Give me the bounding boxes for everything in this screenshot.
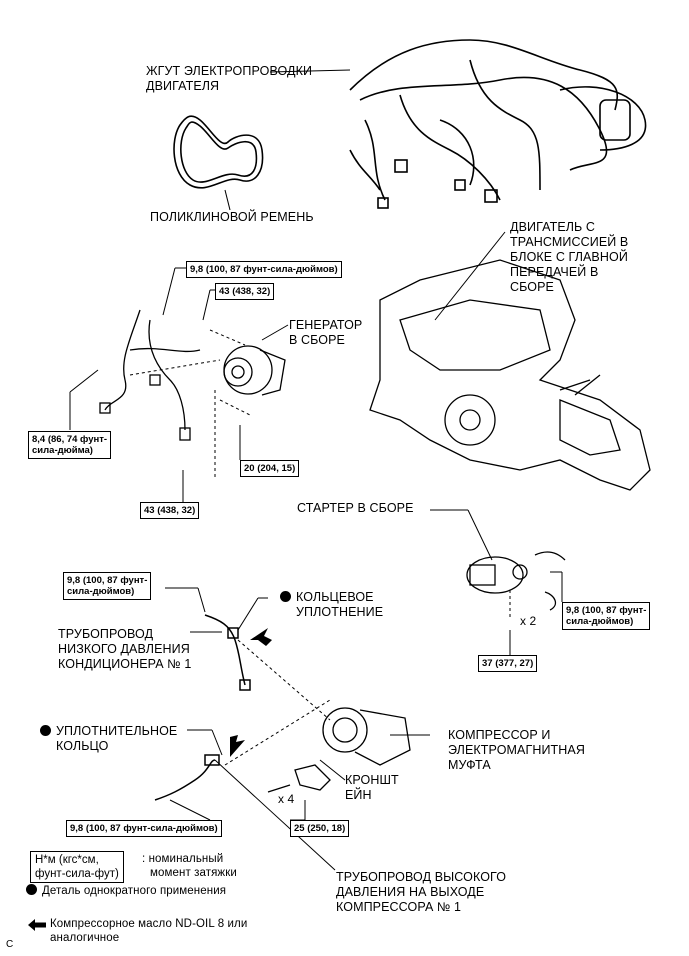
legend-single-use-text: Деталь однократного применения bbox=[42, 885, 227, 897]
harness-label-line-2: ДВИГАТЕЛЯ bbox=[146, 79, 220, 93]
low-pipe-label-line-1: ТРУБОПРОВОД bbox=[58, 627, 154, 641]
legend-oil-line-2: аналогичное bbox=[50, 932, 120, 944]
compressor-label-line-1: КОМПРЕССОР И bbox=[448, 728, 551, 742]
generator-harness-drawing bbox=[99, 309, 201, 441]
single-use-dot-icon bbox=[40, 725, 51, 736]
legend-unit-text-line-2: момент затяжки bbox=[150, 867, 237, 879]
low-pressure-pipe-drawing bbox=[204, 614, 251, 691]
harness-label: ЖГУТ ЭЛЕКТРОПРОВОДКИ ДВИГАТЕЛЯ bbox=[146, 64, 312, 94]
seal-ring-label: УПЛОТНИТЕЛЬНОЕ КОЛЬЦО bbox=[40, 724, 177, 754]
generator-label-line-1: ГЕНЕРАТОР bbox=[289, 318, 363, 332]
torque-box-line-1: 8,4 (86, 74 фунт- bbox=[32, 434, 108, 445]
harness-label-line-1: ЖГУТ ЭЛЕКТРОПРОВОДКИ bbox=[146, 64, 313, 78]
torque-box-line-2: сила-дюйма) bbox=[32, 445, 93, 456]
low-pipe-label: ТРУБОПРОВОД НИЗКОГО ДАВЛЕНИЯ КОНДИЦИОНЕР… bbox=[58, 627, 191, 672]
corner-mark: C bbox=[6, 939, 14, 950]
seal-ring-label-line-2: КОЛЬЦО bbox=[56, 739, 109, 753]
compressor-label-line-2: ЭЛЕКТРОМАГНИТНАЯ bbox=[448, 743, 585, 757]
torque-box: 9,8 (100, 87 фунт- сила-дюймов) bbox=[562, 602, 651, 630]
engine-label: ДВИГАТЕЛЬ С ТРАНСМИССИЕЙ В БЛОКЕ С ГЛАВН… bbox=[510, 220, 628, 295]
legend-oil: Компрессорное масло ND-OIL 8 или аналоги… bbox=[28, 917, 247, 945]
engine-assembly-drawing bbox=[369, 259, 651, 491]
belt-label: ПОЛИКЛИНОВОЙ РЕМЕНЬ bbox=[150, 210, 314, 224]
engine-label-line-3: БЛОКЕ С ГЛАВНОЙ bbox=[510, 250, 628, 264]
v-ribbed-belt-drawing bbox=[173, 115, 264, 189]
torque-box-line-1: 9,8 (100, 87 фунт- bbox=[566, 605, 647, 616]
bracket-label-line-2: ЕЙН bbox=[345, 788, 372, 802]
high-pipe-label-line-3: КОМПРЕССОРА № 1 bbox=[336, 900, 462, 914]
legend-unit-box-line-1: Н*м (кгс*см, bbox=[35, 854, 99, 866]
o-ring-label-line-2: УПЛОТНЕНИЕ bbox=[296, 605, 384, 619]
generator-drawing bbox=[223, 345, 286, 396]
engine-label-line-1: ДВИГАТЕЛЬ С bbox=[510, 220, 596, 234]
o-ring-label-line-1: КОЛЬЦЕВОЕ bbox=[296, 590, 374, 604]
oil-arrow-icon bbox=[28, 919, 46, 931]
torque-box-line-2: сила-дюймов) bbox=[566, 616, 634, 627]
legend-single-use: Деталь однократного применения bbox=[26, 884, 226, 899]
legend-unit-text-line-1: : номинальный bbox=[142, 853, 224, 865]
torque-box: 9,8 (100, 87 фунт- сила-дюймов) bbox=[63, 572, 152, 600]
torque-box: 43 (438, 32) bbox=[215, 283, 275, 300]
legend-unit-text: : номинальный момент затяжки bbox=[142, 852, 237, 880]
high-pipe-label-line-2: ДАВЛЕНИЯ НА ВЫХОДЕ bbox=[336, 885, 485, 899]
engine-label-line-2: ТРАНСМИССИЕЙ В bbox=[510, 235, 629, 249]
legend-unit-box-line-2: фунт-сила-фут) bbox=[35, 868, 119, 880]
starter-label: СТАРТЕР В СБОРЕ bbox=[297, 501, 414, 515]
oil-arrow-1 bbox=[250, 628, 272, 646]
low-pipe-label-line-3: КОНДИЦИОНЕРА № 1 bbox=[58, 657, 192, 671]
bracket-bolt-count: x 4 bbox=[278, 792, 295, 806]
bracket-label-line-1: КРОНШТ bbox=[345, 773, 399, 787]
bracket-label: КРОНШТ ЕЙН bbox=[345, 773, 399, 803]
generator-label-line-2: В СБОРЕ bbox=[289, 333, 345, 347]
torque-box: 9,8 (100, 87 фунт-сила-дюймов) bbox=[66, 820, 222, 837]
harness-leader bbox=[269, 69, 351, 73]
engine-leader bbox=[434, 231, 506, 321]
compressor-label-line-3: МУФТА bbox=[448, 758, 491, 772]
torque-box: 8,4 (86, 74 фунт- сила-дюйма) bbox=[28, 431, 112, 459]
engine-label-line-5: СБОРЕ bbox=[510, 280, 554, 294]
bracket-drawing bbox=[267, 764, 331, 793]
generator-label: ГЕНЕРАТОР В СБОРЕ bbox=[289, 318, 362, 348]
low-pipe-label-line-2: НИЗКОГО ДАВЛЕНИЯ bbox=[58, 642, 190, 656]
high-pressure-pipe-drawing bbox=[154, 754, 220, 801]
belt-leader bbox=[224, 189, 231, 211]
torque-box: 37 (377, 27) bbox=[478, 655, 538, 672]
engine-label-line-4: ПЕРЕДАЧЕЙ В bbox=[510, 265, 599, 279]
starter-leader bbox=[467, 509, 493, 561]
oil-arrow-2 bbox=[230, 735, 245, 757]
torque-box: 20 (204, 15) bbox=[240, 460, 300, 477]
torque-box: 43 (438, 32) bbox=[140, 502, 200, 519]
compressor-label: КОМПРЕССОР И ЭЛЕКТРОМАГНИТНАЯ МУФТА bbox=[448, 728, 585, 773]
engine-wire-harness-drawing bbox=[349, 39, 647, 209]
torque-box: 9,8 (100, 87 фунт-сила-дюймов) bbox=[186, 261, 342, 278]
single-use-dot-icon bbox=[26, 884, 37, 895]
high-pipe-label-line-1: ТРУБОПРОВОД ВЫСОКОГО bbox=[336, 870, 507, 884]
starter-drawing bbox=[466, 551, 566, 611]
generator-leader bbox=[261, 324, 289, 341]
seal-ring-label-line-1: УПЛОТНИТЕЛЬНОЕ bbox=[56, 724, 178, 738]
torque-box-line-1: 9,8 (100, 87 фунт- bbox=[67, 575, 148, 586]
single-use-dot-icon bbox=[280, 591, 291, 602]
high-pipe-label: ТРУБОПРОВОД ВЫСОКОГО ДАВЛЕНИЯ НА ВЫХОДЕ … bbox=[336, 870, 506, 915]
compressor-drawing bbox=[322, 707, 411, 766]
o-ring-label: КОЛЬЦЕВОЕ УПЛОТНЕНИЕ bbox=[280, 590, 383, 620]
torque-box-line-2: сила-дюймов) bbox=[67, 586, 135, 597]
starter-bolt-count: x 2 bbox=[520, 614, 537, 628]
legend-unit-box: Н*м (кгс*см, фунт-сила-фут) bbox=[30, 851, 124, 883]
torque-box: 25 (250, 18) bbox=[290, 820, 350, 837]
legend-oil-line-1: Компрессорное масло ND-OIL 8 или bbox=[50, 918, 248, 930]
